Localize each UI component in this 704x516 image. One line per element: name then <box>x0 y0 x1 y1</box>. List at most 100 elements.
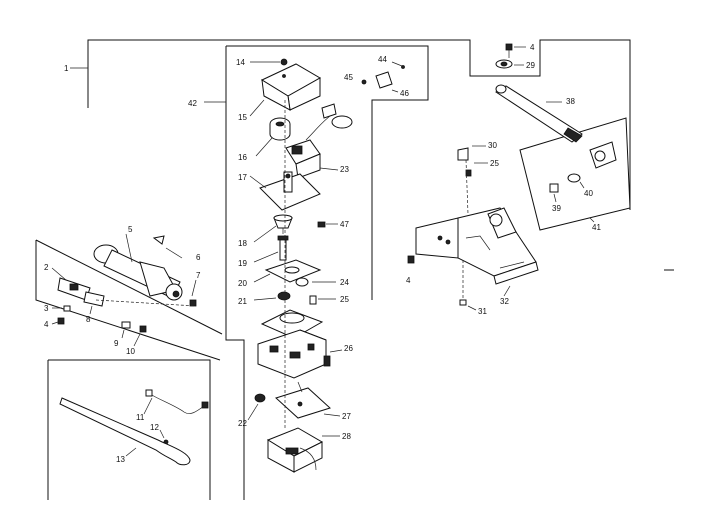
leader-22 <box>247 403 259 421</box>
switch-actuator-40 <box>567 141 617 183</box>
leader-17 <box>249 175 267 189</box>
valve-body <box>257 309 327 379</box>
label-4-right: 4 <box>406 276 411 285</box>
label-21: 21 <box>238 297 247 306</box>
label-44: 44 <box>378 55 387 64</box>
leader-2 <box>51 267 67 281</box>
label-2: 2 <box>44 263 49 272</box>
leader-9 <box>121 329 125 339</box>
label-23: 23 <box>340 165 349 174</box>
rod-38 <box>495 84 583 143</box>
label-5: 5 <box>128 225 133 234</box>
label-25-center: 25 <box>340 295 349 304</box>
clip-6 <box>152 235 165 245</box>
alignment-right-1 <box>465 159 469 215</box>
leader-31 <box>467 305 477 311</box>
label-19: 19 <box>238 259 247 268</box>
leader-11 <box>143 397 153 415</box>
leader-39 <box>553 193 557 203</box>
label-11: 11 <box>136 413 145 422</box>
cover-15 <box>260 63 322 111</box>
screw-14 <box>280 58 288 66</box>
label-15: 15 <box>238 113 247 122</box>
label-39: 39 <box>552 204 561 213</box>
leader-23 <box>319 167 339 171</box>
leader-10 <box>133 333 141 347</box>
leader-20 <box>253 273 271 283</box>
clip-29 <box>495 59 513 69</box>
screw-26 <box>323 355 331 367</box>
label-46: 46 <box>400 89 409 98</box>
label-42: 42 <box>188 99 197 108</box>
pin-19 <box>277 235 289 261</box>
leader-16 <box>255 137 273 157</box>
diaphragm-18 <box>273 214 293 234</box>
leader-12 <box>159 429 165 439</box>
leader-41 <box>589 217 595 223</box>
clip-44 <box>391 61 405 69</box>
label-38: 38 <box>566 97 575 106</box>
bracket-46 <box>375 71 393 89</box>
label-47: 47 <box>340 220 349 229</box>
label-27: 27 <box>342 412 351 421</box>
plate-27 <box>275 381 331 419</box>
nut-22 <box>254 393 266 403</box>
label-4-left: 4 <box>44 320 49 329</box>
label-41: 41 <box>592 223 601 232</box>
clip-30 <box>457 147 469 161</box>
seal-24 <box>295 277 309 287</box>
leader-5 <box>125 233 133 263</box>
center-group-left-edge <box>225 46 245 500</box>
switch-28 <box>266 427 324 473</box>
screw-25-center <box>309 295 317 305</box>
leader-8 <box>89 305 93 315</box>
screw-25-right <box>465 169 472 177</box>
leader-15 <box>249 99 265 117</box>
leader-7 <box>191 279 197 297</box>
label-31: 31 <box>478 307 487 316</box>
label-45: 45 <box>344 73 353 82</box>
valve-housing-5 <box>93 244 183 301</box>
leader-4-left <box>51 321 59 325</box>
sensor-wire <box>305 103 353 141</box>
fitting-9 <box>121 321 131 329</box>
gasket-20 <box>264 259 322 283</box>
right-group-enclosure <box>519 117 631 231</box>
label-30: 30 <box>488 141 497 150</box>
label-20: 20 <box>238 279 247 288</box>
leader-6 <box>165 247 183 259</box>
label-3: 3 <box>44 304 49 313</box>
label-28: 28 <box>342 432 351 441</box>
assembly-outline <box>87 39 631 210</box>
screw-47 <box>317 221 326 228</box>
left-alignment <box>95 299 197 307</box>
label-4-top: 4 <box>530 43 535 52</box>
label-9: 9 <box>114 339 119 348</box>
leader-18 <box>253 225 277 243</box>
label-16: 16 <box>238 153 247 162</box>
label-29: 29 <box>526 61 535 70</box>
leader-21 <box>253 297 277 301</box>
label-17: 17 <box>238 173 247 182</box>
mount-plate-17 <box>259 171 321 211</box>
label-10: 10 <box>126 347 135 356</box>
label-6: 6 <box>196 253 201 262</box>
screw-31 <box>459 299 467 306</box>
screw-4-right <box>407 255 415 264</box>
actuator-23 <box>285 139 321 179</box>
leader-27 <box>323 413 341 417</box>
label-13: 13 <box>116 455 125 464</box>
leader-40 <box>579 181 585 189</box>
leader-19 <box>253 251 279 263</box>
spring-21 <box>277 291 291 301</box>
label-32: 32 <box>500 297 509 306</box>
screw-39 <box>549 183 559 193</box>
label-1: 1 <box>64 64 69 73</box>
leader-46 <box>391 89 399 93</box>
label-25-right: 25 <box>490 159 499 168</box>
mounting-bracket-32 <box>415 207 539 285</box>
label-40: 40 <box>584 189 593 198</box>
left-group-top-edge <box>35 239 223 335</box>
